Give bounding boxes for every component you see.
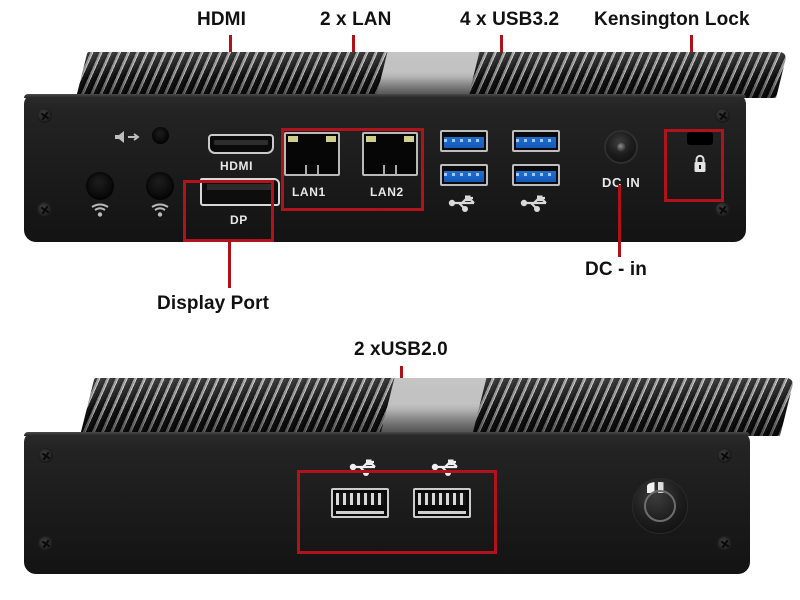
rear-face-plate xyxy=(24,432,750,574)
heatsink-fins-bottom xyxy=(80,378,795,436)
usb32-port-4[interactable] xyxy=(512,164,560,186)
highlight-box-lan xyxy=(281,128,424,211)
kensington-lock-slot[interactable] xyxy=(687,132,713,145)
usb32-port-3[interactable] xyxy=(440,164,488,186)
rear-screw-top-left xyxy=(38,448,53,463)
display-port-label: DP xyxy=(230,213,248,227)
power-button-glint xyxy=(647,482,670,494)
dc-in-jack[interactable] xyxy=(604,130,638,164)
padlock-icon xyxy=(692,154,708,173)
rear-screw-bottom-right xyxy=(717,536,732,551)
screw-top-right xyxy=(715,108,730,123)
screw-bottom-left xyxy=(37,202,52,217)
lan-port-1-label: LAN1 xyxy=(292,185,326,199)
antenna-hole-right[interactable] xyxy=(146,172,174,200)
screw-top-left xyxy=(37,108,52,123)
rear-screw-top-right xyxy=(717,448,732,463)
hdmi-port-label: HDMI xyxy=(220,159,254,173)
rear-screw-bottom-left xyxy=(38,536,53,551)
lan-port-2-label: LAN2 xyxy=(370,185,404,199)
antenna-hole-left[interactable] xyxy=(86,172,114,200)
callout-label-dc-in: DC - in xyxy=(585,259,647,280)
power-button[interactable] xyxy=(632,478,688,534)
rear-face-top-edge xyxy=(24,432,750,436)
audio-jack-port[interactable] xyxy=(152,127,169,144)
leader-line-display-port xyxy=(228,241,231,288)
front-panel-unit: HDMI DP LAN1 LAN2 xyxy=(24,52,788,242)
callout-label-usb32: 4 x USB3.2 xyxy=(460,9,560,30)
dc-in-label: DC IN xyxy=(602,175,641,190)
highlight-box-usb20 xyxy=(297,470,497,554)
audio-line-out-icon xyxy=(113,130,143,144)
usb20-port-2[interactable] xyxy=(413,488,471,518)
rear-panel-unit xyxy=(24,378,795,578)
power-button-ring xyxy=(643,489,677,523)
heatsink-fins-top xyxy=(76,52,788,98)
highlight-box-kensington xyxy=(664,129,724,202)
usb20-port-1[interactable] xyxy=(331,488,389,518)
usb-icon-right xyxy=(520,194,552,212)
leader-line-dc-in xyxy=(618,185,621,257)
usb32-port-2[interactable] xyxy=(512,130,560,152)
highlight-box-display-port xyxy=(183,180,274,242)
usb-icon-left xyxy=(448,194,480,212)
usb32-port-1[interactable] xyxy=(440,130,488,152)
screw-bottom-right xyxy=(715,202,730,217)
wifi-antenna-icon-left xyxy=(90,203,110,218)
wifi-antenna-icon-right xyxy=(150,203,170,218)
hdmi-port[interactable] xyxy=(208,134,274,154)
lan-port-2[interactable] xyxy=(362,132,418,176)
lan-port-1[interactable] xyxy=(284,132,340,176)
rear-usb-icon-right xyxy=(430,458,464,476)
callout-label-lan: 2 x LAN xyxy=(320,9,392,30)
callout-label-hdmi: HDMI xyxy=(197,9,246,30)
rear-usb-icon-left xyxy=(348,458,382,476)
front-face-top-edge xyxy=(24,94,746,98)
callout-label-display-port: Display Port xyxy=(157,293,270,314)
front-face-plate: HDMI DP LAN1 LAN2 xyxy=(24,94,746,242)
callout-label-kensington: Kensington Lock xyxy=(594,9,750,30)
callout-label-usb20: 2 xUSB2.0 xyxy=(354,339,448,360)
